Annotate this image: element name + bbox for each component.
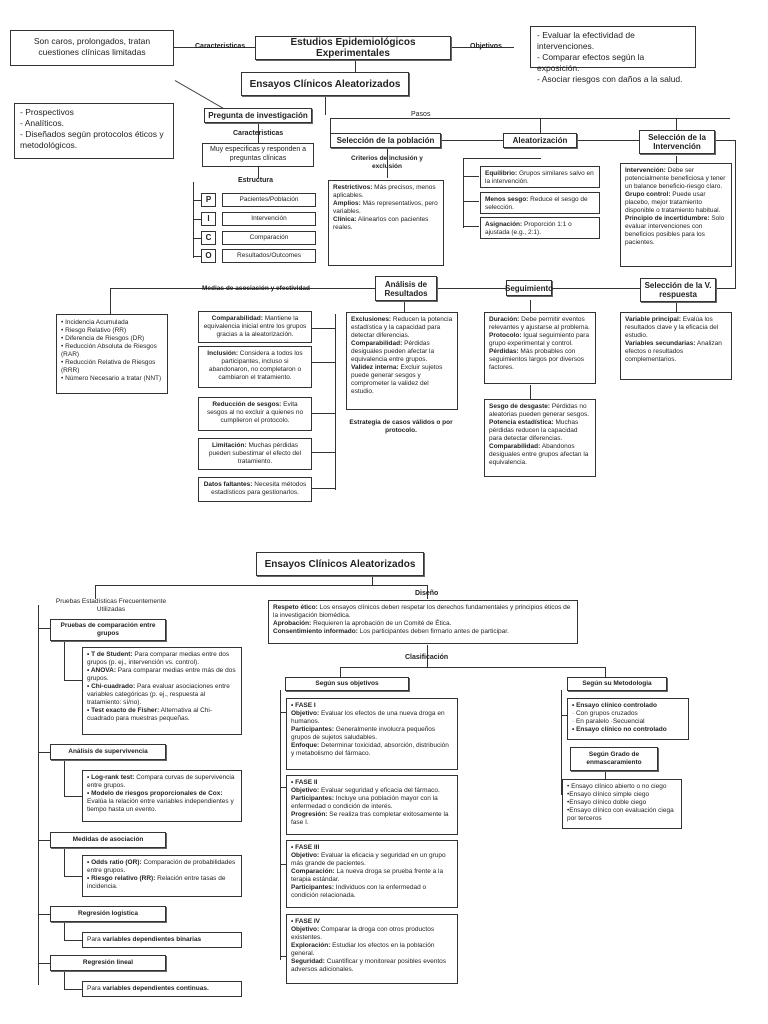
caract-box: Muy especificas y responden a preguntas … [202,143,314,167]
objective-item: - Evaluar la efectividad de intervencion… [537,30,635,51]
pico-label: Pacientes/Población [222,193,316,207]
ensayos-title: Ensayos Clínicos Aleatorizados [241,72,409,96]
intervencion-title: Selección de la Intervención [639,130,715,154]
pasos-label: Pasos [411,111,431,118]
analisis-box: Limitación: Muchas pérdidas pueden subes… [198,438,312,470]
seguimiento-box-2: Sesgo de desgaste: Pérdidas no aleatoria… [484,399,596,477]
grado-box: • Ensayo clínico abierto o no ciego •Ens… [562,779,682,829]
pico-letter: P [201,193,216,207]
medidas-box: • Incidencia Acumulada • Riesgo Relativo… [56,314,168,394]
prueba-title: Pruebas de comparación entre grupos [50,619,166,641]
pregunta-title: Pregunta de investigación [204,108,312,123]
objective-item: - Asociar riesgos con daños a la salud. [537,74,683,84]
prueba-box: • Odds ratio (OR): Comparación de probab… [82,855,242,897]
objective-item: - Comparar efectos según la exposición. [537,52,645,73]
objectives-box: - Evaluar la efectividad de intervencion… [530,26,696,84]
vrespuesta-title: Selección de la V. respuesta [640,278,716,302]
seleccion-title: Selección de la población [330,133,441,148]
prueba-box: • Log-rank test: Compara curvas de super… [82,770,242,822]
analisis-title: Análisis de Resultados [375,276,437,301]
prueba-title: Medidas de asociación [50,832,166,848]
pico-label: Comparación [222,231,316,245]
clasificacion-label: Clasificación [405,654,449,661]
segun-objetivos-title: Según sus objetivos [285,677,409,691]
char-list-box: - Prospectivos - Analíticos. - Diseñados… [14,103,174,159]
criterios-box: Restrictivos: Más precisos, menos aplica… [328,180,444,266]
segun-metodologia-title: Según su Metodologia [567,677,667,691]
prueba-box: Para variables dependientes binarias [82,932,242,948]
pico-letter: O [201,249,216,263]
aleatorizacion-title: Aleatorización [503,133,577,148]
caract-label: Caracteristicas [233,130,284,137]
bottom-title: Ensayos Clínicos Aleatorizados [256,552,424,576]
pruebas-label: Pruebas Estadísticas Frecuentemente Util… [55,598,167,613]
prueba-box: Para variables dependientes continuas. [82,981,242,997]
prueba-title: Regresión logística [50,906,166,922]
grado-title: Según Grado de enmascaramiento [570,747,658,771]
exclusiones-box: Exclusiones: Reducen la potencia estadís… [346,312,458,410]
seguimiento-title: Seguimiento [505,280,553,296]
medidas-label: Medias de asociación y efectividad [202,285,311,292]
vrespuesta-box: Variable principal: Evalúa los resultado… [620,312,732,380]
criterios-label: Criterios de inclusión y exclusión [351,155,423,170]
analisis-box: Datos faltantes: Necesita métodos estadí… [198,477,312,502]
fase-box: • FASE III Objetivo: Evaluar la eficacia… [286,840,458,908]
characteristics-box: Son caros, prolongados, tratan cuestione… [10,30,174,66]
fase-box: • FASE I Objetivo: Evaluar los efectos d… [286,698,458,770]
aleatorizacion-item: Equilibrio: Grupos similares salvo en la… [480,166,600,188]
fase-box: • FASE IV Objetivo: Comparar la droga co… [286,914,458,984]
prueba-title: Análisis de supervivencia [50,744,166,760]
prueba-box: • T de Student: Para comparar medias ent… [82,647,242,735]
prueba-title: Regresión lineal [50,955,166,971]
estrategia-label: Estrategia de casos válidos o por protoc… [349,419,453,434]
intervencion-box: Intervención: Debe ser potencialmente be… [620,163,732,267]
estructura-label: Estructura [238,177,274,184]
seguimiento-box-1: Duración: Debe permitir eventos relevant… [484,312,596,384]
analisis-box: Inclusión: Considera a todos los partici… [198,346,312,388]
pico-letter: I [201,212,216,226]
analisis-box: Reducción de sesgos: Evita sesgos al no … [198,397,312,431]
pico-letter: C [201,231,216,245]
pico-label: Intervención [222,212,316,226]
diseno-box: Respeto ético: Los ensayos clínicos debe… [268,600,578,644]
fase-box: • FASE II Objetivo: Evaluar seguridad y … [286,775,458,835]
aleatorizacion-item: Menos sesgo: Reduce el sesgo de selecció… [480,192,600,214]
aleatorizacion-item: Asignación: Proporción 1:1 o ajustada (e… [480,217,600,239]
characteristics-label: Caracteristicas [195,43,246,50]
main-title: Estudios Epidemiológicos Experimentales [255,36,451,60]
analisis-box: Comparabilidad: Mantiene la equivalencia… [198,311,312,343]
objectives-label: Objetivos [470,43,502,50]
metodologia-box: • Ensayo clínico controlado · Con grupos… [567,698,689,740]
diseno-label: Diseño [415,590,439,597]
pico-label: Resultados/Outcomes [222,249,316,263]
